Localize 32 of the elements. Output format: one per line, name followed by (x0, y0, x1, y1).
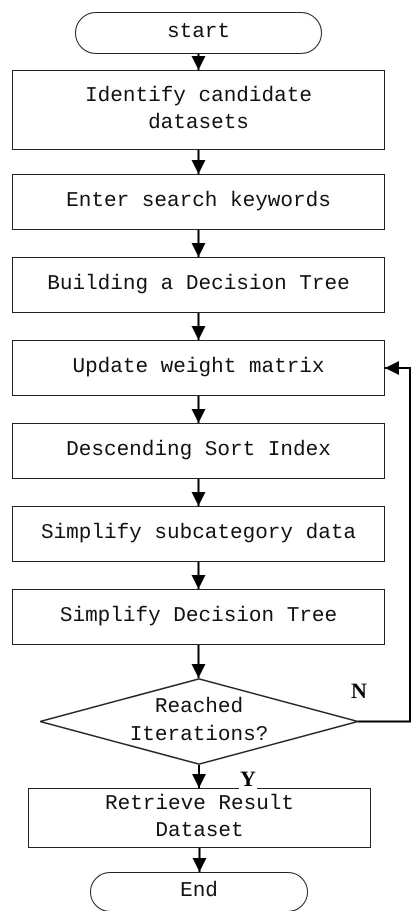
arrow (192, 54, 206, 70)
node-label: Reached Iterations? (128, 695, 270, 748)
node-label: End (179, 879, 219, 906)
node-label: Enter search keywords (65, 189, 332, 216)
node-label: Identify candidate datasets (84, 84, 313, 137)
process-box (12, 589, 385, 645)
arrow (192, 313, 206, 340)
process-box (28, 788, 371, 848)
process-box (12, 423, 385, 479)
node-label: Simplify Decision Tree (58, 604, 338, 630)
arrow (192, 396, 206, 423)
node-label: Descending Sort Index (65, 438, 332, 464)
process-box (12, 174, 385, 230)
terminal-shape (90, 872, 308, 911)
node-label: start (166, 20, 231, 46)
arrow (192, 479, 206, 506)
process-box (12, 70, 385, 150)
node-label: Simplify subcategory data (40, 521, 358, 548)
node-label: Update weight matrix (71, 355, 326, 382)
node-label: Retrieve Result Dataset (104, 792, 296, 845)
process-box (12, 340, 385, 396)
node-label: Building a Decision Tree (46, 272, 351, 298)
process-box (12, 506, 385, 562)
arrow (192, 765, 206, 788)
arrow (192, 562, 206, 589)
process-box (12, 257, 385, 313)
arrow (192, 645, 206, 678)
terminal-shape (75, 12, 322, 54)
arrow (192, 848, 206, 872)
arrow (358, 361, 411, 722)
arrow (192, 230, 206, 257)
arrow (192, 150, 206, 174)
